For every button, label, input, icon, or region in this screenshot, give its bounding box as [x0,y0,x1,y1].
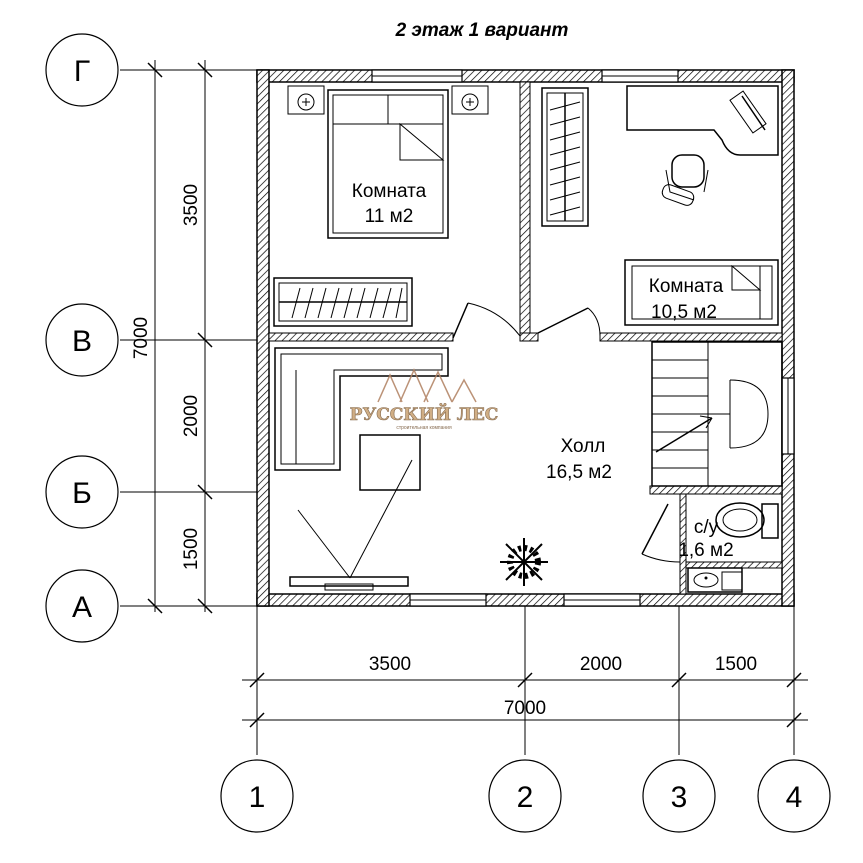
staircase [651,341,783,487]
wardrobe-room2 [541,87,589,227]
windows [371,69,795,607]
svg-text:2: 2 [517,781,534,814]
room-name: с/у [694,517,719,538]
bed-room2 [624,259,779,326]
nightstand-lamp-icon [287,85,325,115]
room-area: 1,6 м2 [678,540,733,561]
svg-text:Г: Г [74,55,90,88]
dim-bottom-1: 3500 [369,654,411,675]
room-area: 11 м2 [365,206,414,227]
dim-left-total: 7000 [131,317,152,359]
room-area: 10,5 м2 [651,302,717,323]
dim-left-3: 1500 [181,528,202,570]
coffee-table [359,434,421,491]
dim-left-1: 3500 [181,184,202,226]
dim-bottom-2: 2000 [580,654,622,675]
office-chair-icon [661,154,709,206]
room-name: Комната [649,276,724,297]
dim-left-2: 2000 [181,395,202,437]
axis-bubble-letter: Г [45,33,119,107]
left-dimensions [120,60,257,614]
axis-bubble-number: 2 [488,759,562,833]
axis-bubble-letter: Б [45,455,119,529]
desk-room2 [626,85,779,156]
toilet-icon [715,502,779,539]
svg-text:3: 3 [671,781,688,814]
dim-bottom-total: 7000 [504,698,546,719]
room-name: Комната [352,181,427,202]
logo-subtitle: строительная компания [396,425,452,431]
wardrobe-room1 [273,277,413,327]
svg-text:Б: Б [72,477,92,510]
bed-room1 [327,89,449,239]
axis-bubble-number: 3 [642,759,716,833]
svg-text:А: А [72,591,92,624]
company-logo: РУССКИЙ ЛЕС строительная компания [349,368,499,431]
axis-bubble-number: 4 [757,759,831,833]
room-area: 16,5 м2 [546,462,612,483]
sofa [274,347,449,471]
nightstand-lamp-icon [451,85,489,115]
dim-bottom-3: 1500 [715,654,757,675]
doors [452,302,681,563]
axis-bubble-letter: В [45,303,119,377]
bottom-dimensions [242,606,808,755]
svg-text:В: В [72,325,92,358]
svg-text:1: 1 [249,781,266,814]
axis-bubble-letter: А [45,569,119,643]
room-name: Холл [561,436,606,457]
logo-text: РУССКИЙ ЛЕС [350,403,499,425]
svg-text:4: 4 [786,781,803,814]
axis-bubble-number: 1 [220,759,294,833]
plant-icon [500,538,548,586]
sink-icon [687,567,743,593]
tv-stand [289,459,413,591]
plan-title: 2 этаж 1 вариант [395,20,569,41]
